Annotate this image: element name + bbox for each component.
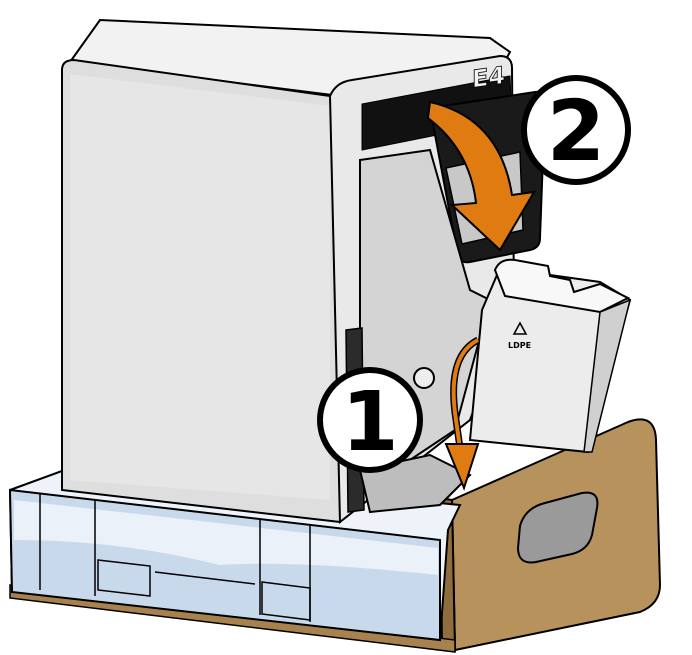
foam-insert: LDPE <box>468 258 632 454</box>
step-1-arrow-shaft-fill <box>451 338 479 449</box>
foam-tray-ribs <box>39 494 311 622</box>
step-1-circle <box>317 367 423 473</box>
foam-tray-highlight <box>14 500 438 575</box>
dispenser-knob <box>413 367 435 389</box>
step-1-number: 1 <box>341 375 398 470</box>
step-callout-2: 2 <box>521 75 631 185</box>
foam-insert-side <box>583 298 632 453</box>
step-2-arrow-body <box>426 100 536 252</box>
step-1-arrow-head <box>444 443 480 491</box>
cardboard-handle-hole <box>516 491 599 564</box>
recycle-icon: LDPE <box>508 321 531 350</box>
machine-badge: E4 <box>472 61 505 94</box>
foam-insert-top <box>493 258 631 314</box>
recycle-mark: LDPE <box>508 341 531 350</box>
step-callout-1: 1 <box>317 367 423 473</box>
step-2-number: 2 <box>547 82 605 180</box>
machine-side-shade <box>70 74 330 500</box>
step-2-arrow <box>426 100 536 252</box>
step-2-circle <box>521 75 631 185</box>
foam-tray <box>8 466 462 642</box>
step-1-arrow <box>444 336 480 491</box>
